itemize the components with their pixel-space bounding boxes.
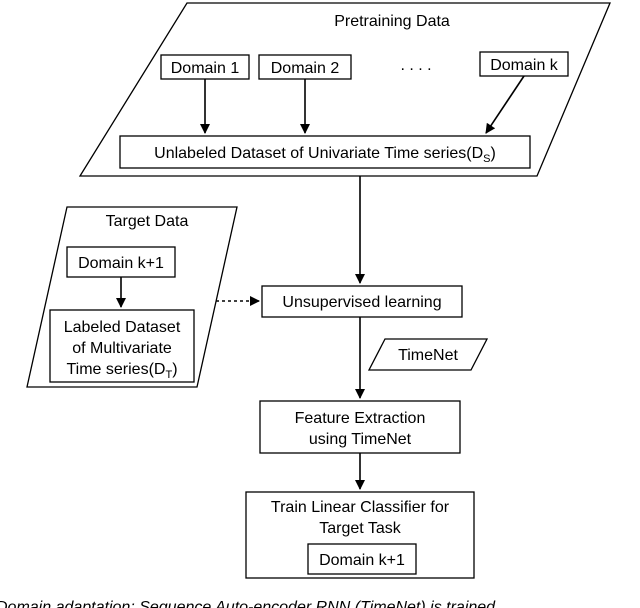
domain-k-box [479, 51, 569, 77]
pretraining-data-title: Pretraining Data [334, 13, 450, 30]
target-domain-box [66, 246, 176, 278]
domain-1-label: Domain 1 [171, 60, 240, 77]
target-data-title: Target Data [106, 213, 189, 230]
unlabeled-dataset-label: Unlabeled Dataset of Univariate Time ser… [154, 145, 496, 165]
pretraining-data-shape [78, 2, 611, 177]
arrow-domain-k [485, 75, 525, 134]
domain-1-box [160, 54, 250, 80]
domain-k-label: Domain k [490, 57, 559, 74]
labeled-dataset-line2: of Multivariate [72, 340, 172, 357]
domain-2-label: Domain 2 [271, 60, 340, 77]
train-domain-label: Domain k+1 [319, 552, 405, 569]
train-classifier-line2: Target Task [319, 520, 402, 537]
target-domain-label: Domain k+1 [78, 255, 164, 272]
labeled-dataset-line3: Time series(DT) [66, 361, 177, 381]
train-classifier-line1: Train Linear Classifier for [271, 499, 450, 516]
feature-extraction-line1: Feature Extraction [295, 410, 426, 427]
domain-ellipsis: . . . . [400, 57, 431, 74]
figure-caption: Domain adaptation: Sequence Auto-encoder… [0, 599, 496, 608]
unsupervised-learning-label: Unsupervised learning [282, 294, 441, 311]
timenet-shape [367, 338, 489, 371]
feature-extraction-box [259, 400, 461, 454]
labeled-dataset-line1: Labeled Dataset [64, 319, 181, 336]
feature-extraction-line2: using TimeNet [309, 431, 412, 448]
unlabeled-dataset-box [119, 135, 531, 169]
train-domain-box [307, 543, 417, 575]
labeled-dataset-box [49, 309, 195, 383]
unsupervised-learning-box [261, 285, 463, 318]
timenet-label: TimeNet [398, 347, 458, 364]
